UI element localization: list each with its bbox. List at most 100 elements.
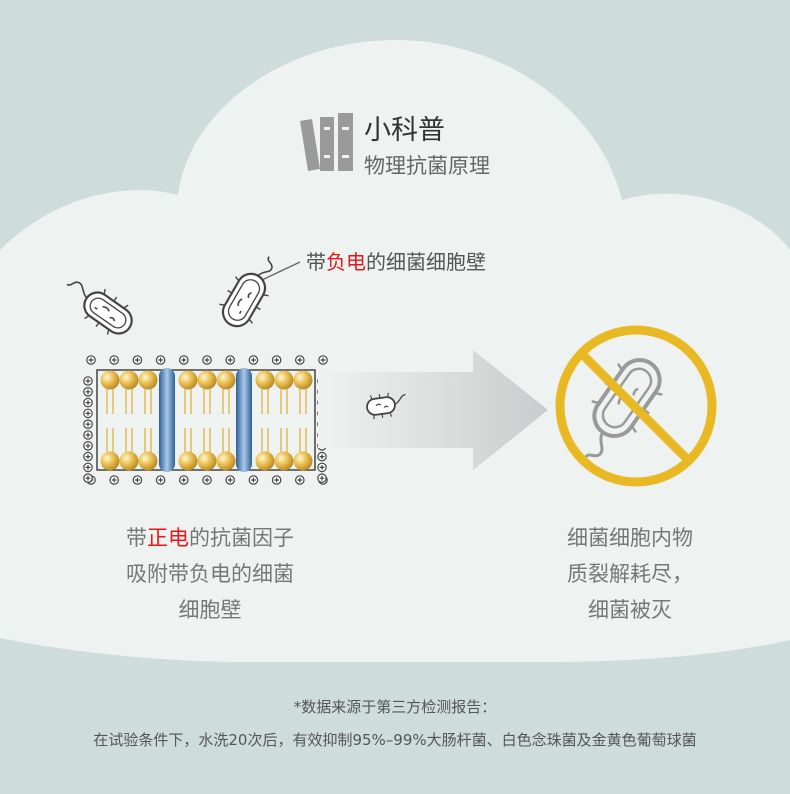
right-caption: 细菌细胞内物 质裂解耗尽， 细菌被灭 bbox=[545, 520, 715, 628]
callout-prefix: 带 bbox=[306, 250, 326, 274]
callout-label: 带负电的细菌细胞壁 bbox=[306, 246, 486, 275]
lipid-layer bbox=[100, 370, 313, 471]
banned-bacterium-icon bbox=[555, 325, 717, 487]
lipid-tail bbox=[280, 388, 288, 414]
left-caption-line2: 吸附带负电的细菌 bbox=[126, 562, 294, 586]
plus-mark bbox=[83, 473, 93, 483]
lipid-tail bbox=[222, 428, 230, 452]
lipid-head bbox=[138, 451, 158, 471]
lipid-tail bbox=[203, 428, 211, 452]
lipid-head bbox=[274, 451, 294, 471]
lipid-head bbox=[197, 451, 217, 471]
plus-mark bbox=[109, 355, 119, 365]
membrane-channel bbox=[236, 368, 252, 472]
membrane-channel bbox=[159, 368, 175, 472]
lipid-head bbox=[293, 451, 313, 471]
lipid-tail bbox=[144, 388, 152, 414]
lipid-head bbox=[216, 451, 236, 471]
lipid-tail bbox=[184, 388, 192, 414]
plus-mark bbox=[83, 430, 93, 440]
lipid-tail bbox=[299, 428, 307, 452]
plus-mark bbox=[132, 355, 143, 365]
lipid-tail bbox=[125, 388, 133, 414]
plus-mark bbox=[317, 462, 327, 473]
right-caption-line3: 细菌被灭 bbox=[588, 598, 672, 622]
books-icon bbox=[300, 113, 353, 171]
plus-mark bbox=[225, 355, 235, 365]
footer-detail: 在试验条件下，水洗20次后，有效抑制95%–99%大肠杆菌、白色念珠菌及金黄色葡… bbox=[93, 731, 697, 749]
lipid-tail bbox=[106, 388, 114, 414]
plus-mark bbox=[202, 475, 212, 485]
bacterium-icon bbox=[366, 392, 406, 420]
plus-mark bbox=[225, 475, 235, 485]
left-caption-highlight: 正电 bbox=[147, 526, 189, 550]
plus-mark bbox=[83, 462, 93, 473]
lipid-tail bbox=[299, 388, 307, 414]
bacterium-icon bbox=[219, 256, 273, 328]
lipid-head bbox=[119, 451, 139, 471]
plus-mark bbox=[83, 397, 93, 408]
plus-mark bbox=[155, 475, 166, 485]
lipid-head bbox=[100, 370, 120, 390]
right-arrow bbox=[318, 350, 548, 470]
plus-mark bbox=[271, 355, 282, 365]
left-caption: 带正电的抗菌因子 吸附带负电的细菌 细胞壁 bbox=[95, 520, 325, 628]
lipid-tail bbox=[184, 428, 192, 452]
plus-mark bbox=[132, 475, 143, 485]
lipid-tail bbox=[125, 428, 133, 452]
lipid-head bbox=[100, 451, 120, 471]
lipid-tail bbox=[203, 388, 211, 414]
lipid-tail bbox=[261, 428, 269, 452]
plus-mark bbox=[83, 440, 93, 451]
lipid-head bbox=[293, 370, 313, 390]
left-caption-line1: 带正电的抗菌因子 bbox=[95, 520, 325, 556]
lipid-head bbox=[138, 370, 158, 390]
plus-mark bbox=[83, 408, 93, 419]
lipid-tail bbox=[261, 388, 269, 414]
plus-mark bbox=[294, 355, 305, 365]
lipid-head bbox=[255, 451, 275, 471]
page-title: 小科普 bbox=[364, 115, 445, 146]
plus-mark bbox=[83, 386, 93, 397]
lipid-tail bbox=[106, 428, 114, 452]
plus-mark bbox=[83, 376, 93, 386]
plus-mark bbox=[83, 419, 93, 429]
plus-mark bbox=[317, 451, 327, 462]
callout-highlight: 负电 bbox=[326, 250, 366, 274]
plus-mark bbox=[248, 475, 259, 485]
right-caption-line1: 细菌细胞内物 bbox=[567, 526, 693, 550]
plus-mark bbox=[202, 355, 212, 365]
lipid-tail bbox=[280, 428, 288, 452]
callout-suffix: 的细菌细胞壁 bbox=[366, 250, 486, 274]
plus-mark bbox=[155, 355, 166, 365]
cloud-shape bbox=[0, 40, 790, 662]
lipid-tail bbox=[222, 388, 230, 414]
plus-mark bbox=[248, 355, 259, 365]
plus-mark bbox=[86, 355, 96, 365]
left-caption-line3: 细胞壁 bbox=[178, 598, 242, 622]
callout-line bbox=[261, 261, 301, 281]
plus-mark bbox=[83, 451, 93, 462]
lipid-tail bbox=[144, 428, 152, 452]
plus-mark bbox=[109, 475, 119, 485]
lipid-head bbox=[255, 370, 275, 390]
lipid-head bbox=[197, 370, 217, 390]
plus-mark bbox=[179, 475, 189, 485]
lipid-head bbox=[119, 370, 139, 390]
plus-mark bbox=[318, 355, 328, 365]
left-caption-prefix: 带 bbox=[126, 526, 147, 550]
plus-mark bbox=[271, 475, 282, 485]
lipid-head bbox=[178, 451, 198, 471]
plus-mark bbox=[317, 473, 327, 483]
plus-mark bbox=[179, 355, 189, 365]
right-caption-line2: 质裂解耗尽， bbox=[567, 562, 693, 586]
footer-source: *数据来源于第三方检测报告： bbox=[293, 698, 497, 716]
lipid-head bbox=[274, 370, 294, 390]
lipid-head bbox=[216, 370, 236, 390]
bacterium-icon bbox=[66, 281, 133, 335]
lipid-head bbox=[178, 370, 198, 390]
page-subtitle: 物理抗菌原理 bbox=[364, 154, 490, 178]
plus-mark bbox=[294, 475, 305, 485]
